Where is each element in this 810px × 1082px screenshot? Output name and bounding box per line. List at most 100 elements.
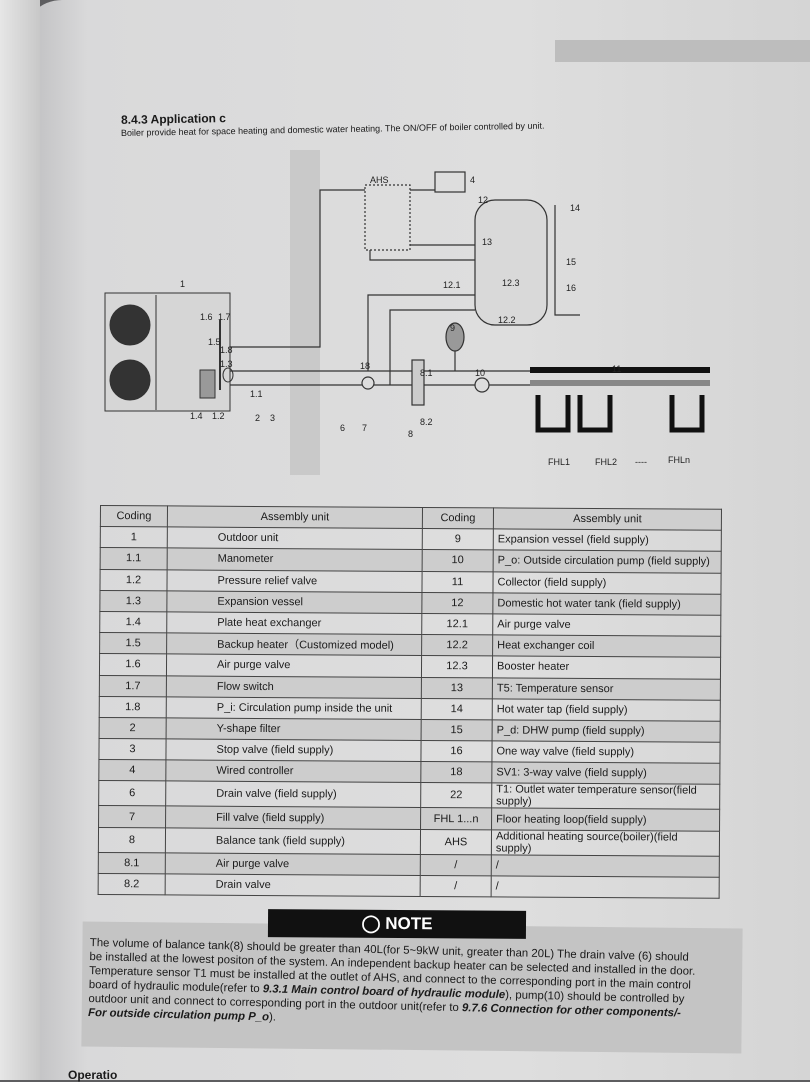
coding-cell: / [420,875,492,897]
coding-cell: 9 [422,528,494,551]
assembly-unit-cell: Drain valve [165,873,421,897]
label-6: 6 [340,423,345,433]
assembly-unit-cell: Balance tank (field supply) [165,827,421,855]
coding-cell: 8.2 [98,873,166,895]
label-12-1: 12.1 [443,280,461,290]
assembly-unit-cell: Heat exchanger coil [492,635,721,658]
note-title: ◯ NOTE [267,909,527,939]
coding-cell: 22 [420,782,492,809]
coding-cell: 1.5 [99,632,167,655]
coding-cell: 2 [99,717,167,739]
coding-cell: 6 [98,780,166,807]
coding-cell: FHL 1...n [420,807,492,830]
assembly-unit-cell: Fill valve (field supply) [165,806,421,830]
coding-cell: 8 [98,827,166,853]
coding-cell: 18 [420,761,492,784]
coding-cell: 11 [421,571,494,593]
label-1-3: 1.3 [220,359,233,369]
coding-cell: AHS [420,829,492,855]
coding-cell: 13 [421,676,493,699]
assembly-unit-cell: Manometer [167,548,423,572]
label-8-1: 8.1 [420,368,433,378]
assembly-unit-cell: Additional heating source(boiler)(field … [491,829,720,856]
coding-cell: 14 [421,698,493,720]
assembly-unit-cell: T5: Temperature sensor [492,677,721,700]
coding-cell: 15 [421,719,493,741]
label-10: 10 [475,368,485,378]
coding-cell: 1.2 [99,569,168,591]
assembly-unit-cell: / [491,875,720,899]
wall [290,150,320,475]
outdoor-unit [104,292,234,412]
label-11: 11 [612,364,621,374]
coding-cell: 3 [98,738,167,761]
label-13: 13 [482,237,492,247]
label-16: 16 [566,283,576,293]
assembly-unit-cell: Air purge valve [492,613,721,637]
note-text: The volume of balance tank(8) should be … [88,936,740,1036]
assembly-unit-cell: Domestic hot water tank (field supply) [492,592,721,616]
assembly-unit-cell: Wired controller [165,760,421,783]
section-title: 8.4.3 Application c [120,111,227,127]
assembly-unit-cell: Drain valve (field supply) [165,781,421,808]
coding-cell: 7 [98,805,166,828]
label-18: 18 [360,361,370,371]
coding-cell: 1.1 [100,547,168,570]
label-12: 12 [478,195,488,205]
assembly-unit-cell: Plate heat exchanger [166,611,422,635]
label-1-4: 1.4 [190,411,203,421]
label-15: 15 [566,257,576,267]
header-assembly-unit-2: Assembly unit [493,507,722,531]
assembly-unit-cell: Flow switch [166,675,422,699]
assembly-unit-cell: Stop valve (field supply) [165,738,422,762]
coding-cell: 10 [422,549,494,572]
assembly-unit-cell: P_o: Outside circulation pump (field sup… [493,550,722,573]
assembly-unit-cell: / [491,854,720,878]
footer-text: Operatio [68,1068,118,1082]
assembly-unit-cell: Air purge valve [165,852,421,876]
assembly-unit-cell: Expansion vessel [166,590,422,614]
assembly-unit-cell: One way valve (field supply) [491,740,721,764]
coding-cell: 1.4 [99,611,167,634]
label-8: 8 [408,429,413,439]
coding-cell: 12.3 [421,655,493,678]
label-ellipsis: ---- [635,457,647,467]
label-1-8: 1.8 [220,345,233,355]
coding-cell: 1.3 [99,590,167,612]
label-fhln: FHLn [668,455,690,465]
assembly-unit-cell: Hot water tap (field supply) [492,698,721,722]
header-coding-2: Coding [422,507,494,530]
floor-heating-collector [530,367,710,433]
coding-cell: 12 [421,592,493,614]
assembly-unit-cell: Outdoor unit [167,527,423,550]
coding-cell: 12.1 [421,613,493,636]
label-2: 2 [255,413,260,423]
label-7: 7 [362,423,367,433]
label-12-2: 12.2 [498,315,516,325]
page-edge [0,0,40,1080]
label-1-7: 1.7 [218,312,231,322]
manual-page [22,0,810,1080]
assembly-unit-cell: P_i: Circulation pump inside the unit [166,696,422,720]
label-1-1: 1.1 [250,389,263,399]
coding-cell: 1.7 [99,674,167,697]
label-1-6: 1.6 [200,312,213,322]
label-ahs: AHS [370,175,389,185]
assembly-unit-cell: Pressure relief valve [166,569,423,593]
coding-cell: 4 [98,759,166,782]
coding-cell: 16 [420,740,493,763]
assembly-unit-cell: Y-shape filter [166,717,422,741]
coding-cell: 1 [100,526,168,549]
coding-cell: / [420,854,492,876]
label-9: 9 [450,323,455,333]
coding-cell: 1.6 [99,653,167,676]
coding-cell: 8.1 [98,852,166,874]
label-1-5: 1.5 [208,337,221,347]
assembly-unit-cell: SV1: 3-way valve (field supply) [491,762,720,785]
note-text-part: ). [268,1011,277,1024]
coding-cell: 12.2 [421,634,493,657]
label-1-2: 1.2 [212,411,225,421]
